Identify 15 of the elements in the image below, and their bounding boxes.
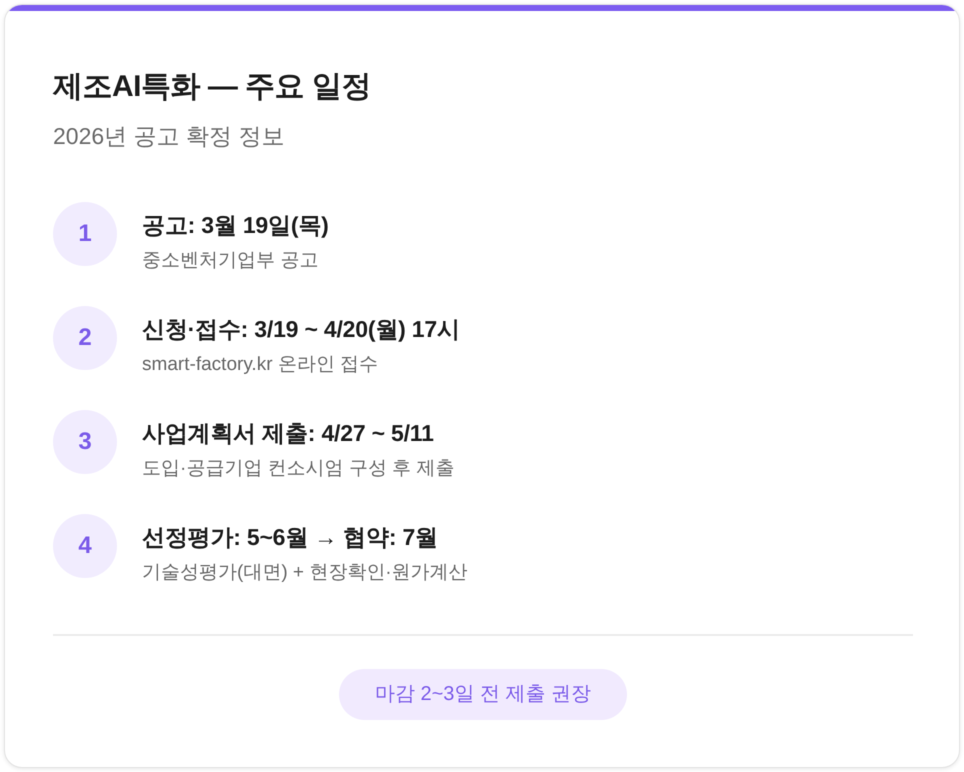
- step-title: 사업계획서 제출: 4/27 ~ 5/11: [142, 419, 434, 447]
- step-title: 선정평가: 5~6월 → 협약: 7월: [142, 523, 438, 551]
- step-title: 신청·접수: 3/19 ~ 4/20(월) 17시: [142, 315, 460, 343]
- step-title: 공고: 3월 19일(목): [142, 211, 329, 239]
- step-description: 기술성평가(대면) + 현장확인·원가계산: [142, 561, 468, 585]
- subtitle: 2026년 공고 확정 정보: [53, 122, 284, 151]
- step-description: 도입·공급기업 컨소시엄 구성 후 제출: [142, 457, 454, 481]
- step-number-circle: 2: [53, 306, 117, 370]
- step-number-circle: 1: [53, 202, 117, 266]
- step-description: smart-factory.kr 온라인 접수: [142, 353, 378, 377]
- note-pill: 마감 2~3일 전 제출 권장: [339, 669, 627, 720]
- step-number-circle: 3: [53, 410, 117, 474]
- title: 제조AI특화 — 주요 일정: [53, 69, 372, 105]
- step-number-circle: 4: [53, 514, 117, 578]
- step-description: 중소벤처기업부 공고: [142, 249, 318, 273]
